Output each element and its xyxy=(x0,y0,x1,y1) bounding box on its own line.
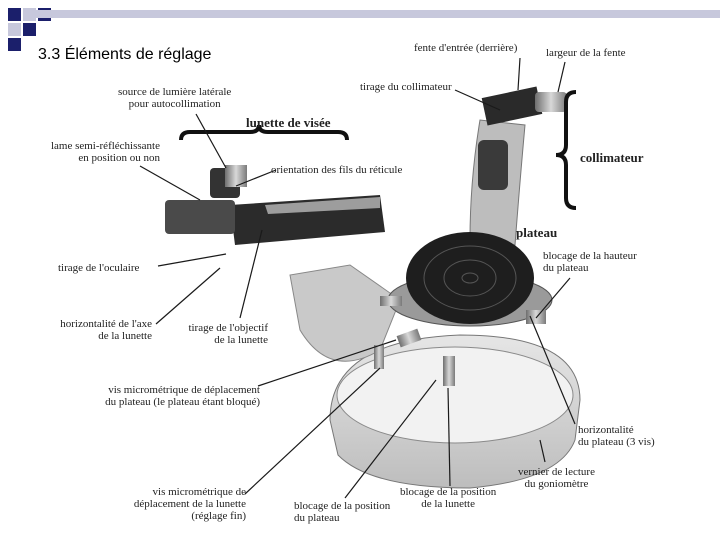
label-line: horizontalité xyxy=(578,424,634,436)
label-plateau: plateau xyxy=(516,225,558,240)
telescope-arm xyxy=(289,264,401,362)
leader-line xyxy=(157,253,227,267)
leader-line xyxy=(235,169,277,187)
label-line: du plateau xyxy=(294,512,340,524)
leader-line xyxy=(557,61,566,93)
label-line: déplacement de la lunette xyxy=(133,498,246,510)
label-line: de la lunette xyxy=(421,498,475,510)
label-fente-entree: fente d'entrée (derrière) xyxy=(414,42,518,54)
table-ring xyxy=(443,259,497,297)
label-tirage-collimateur: tirage du collimateur xyxy=(360,81,452,93)
label-blocage-position-plateau: blocage de la position du plateau xyxy=(294,500,390,524)
label-vis-micro-plateau: vis micrométrique de déplacement du plat… xyxy=(70,384,260,408)
leader-line xyxy=(539,439,546,463)
leader-line xyxy=(244,367,381,495)
label-line: vernier de lecture xyxy=(518,466,595,478)
title-rule xyxy=(36,10,720,18)
label-line: du plateau xyxy=(543,262,589,274)
leveling-screw xyxy=(526,310,546,324)
label-blocage-position-lunette: blocage de la position de la lunette xyxy=(400,486,496,510)
label-vis-micro-lunette: vis micrométrique de déplacement de la l… xyxy=(118,486,246,522)
page-title: 3.3 Éléments de réglage xyxy=(38,46,212,63)
label-horiz-plateau: horizontalité du plateau (3 vis) xyxy=(578,424,655,448)
leader-line xyxy=(454,89,501,111)
label-line: horizontalité de l'axe xyxy=(60,318,152,330)
leader-line xyxy=(529,315,576,425)
reticle-knob xyxy=(225,165,247,187)
label-line: en position ou non xyxy=(78,152,160,164)
table-screw xyxy=(396,328,422,348)
label-line: du plateau (le plateau étant bloqué) xyxy=(105,396,260,408)
label-line: de la lunette xyxy=(98,330,152,342)
table-lock-screw xyxy=(443,356,455,386)
telescope-brace xyxy=(179,124,349,141)
label-line: de la lunette xyxy=(214,334,268,346)
deco-square xyxy=(8,23,21,36)
slit-width-knob xyxy=(535,92,567,112)
label-line: lame semi-réfléchissante xyxy=(50,140,160,152)
collimator-knob xyxy=(478,140,508,190)
label-line: blocage de la position xyxy=(294,500,391,512)
label-horiz-axe: horizontalité de l'axe de la lunette xyxy=(40,318,152,342)
label-line: blocage de la position xyxy=(400,486,497,498)
callout-lines xyxy=(139,57,576,499)
leader-line xyxy=(447,387,451,487)
leveling-screw xyxy=(380,296,402,306)
leader-line xyxy=(517,57,521,91)
leader-line xyxy=(535,277,571,319)
deco-square xyxy=(8,8,21,21)
label-line: du plateau (3 vis) xyxy=(578,436,655,448)
label-blocage-hauteur: blocage de la hauteur du plateau xyxy=(543,250,637,274)
collimator-head xyxy=(481,86,543,126)
label-source-lumiere: source de lumière latérale pour autocoll… xyxy=(118,86,231,110)
label-line: source de lumière latérale xyxy=(118,86,232,98)
label-line: du goniomètre xyxy=(524,478,589,490)
deco-square xyxy=(23,23,36,36)
leader-line xyxy=(139,165,201,201)
label-tirage-objectif: tirage de l'objectif de la lunette xyxy=(168,322,268,346)
label-line: blocage de la hauteur xyxy=(543,250,637,262)
label-line: vis micrométrique de déplacement xyxy=(108,384,260,396)
telescope-highlight xyxy=(265,197,380,214)
telescope-screw xyxy=(374,345,384,369)
label-line: vis micrométrique de xyxy=(152,486,246,498)
label-lame: lame semi-réfléchissante en position ou … xyxy=(38,140,160,164)
label-line: pour autocollimation xyxy=(128,98,221,110)
collimator-brace xyxy=(555,90,577,210)
label-vernier: vernier de lecture du goniomètre xyxy=(518,466,595,490)
label-lunette-visee: lunette de visée xyxy=(246,115,331,130)
label-orientation-fils: orientation des fils du réticule xyxy=(271,164,403,176)
deco-square xyxy=(23,8,36,21)
deco-square xyxy=(8,38,21,51)
table-ring xyxy=(423,245,517,311)
leader-line xyxy=(257,339,397,387)
label-collimateur: collimateur xyxy=(580,150,644,165)
table-ring xyxy=(461,272,479,284)
eyepiece xyxy=(165,200,235,234)
label-largeur-fente: largeur de la fente xyxy=(546,47,626,59)
goniometer-scale xyxy=(336,346,574,444)
leader-line xyxy=(155,267,221,325)
label-tirage-oculaire: tirage de l'oculaire xyxy=(58,262,140,274)
leader-line xyxy=(344,379,437,499)
label-line: tirage de l'objectif xyxy=(188,322,268,334)
label-line: (réglage fin) xyxy=(191,510,246,522)
leader-line xyxy=(239,229,263,319)
leader-line xyxy=(195,113,227,169)
